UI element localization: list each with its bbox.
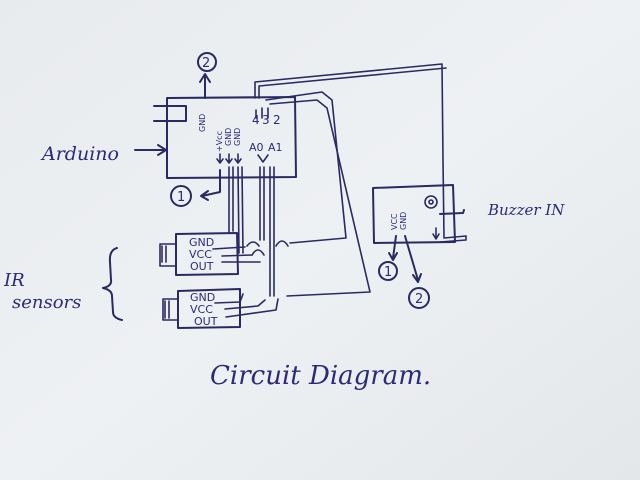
arduino-pin-gnd2-label: GND xyxy=(224,128,233,146)
arduino-pin-a0-label: A0 xyxy=(249,141,264,154)
marker-2-buzzer xyxy=(408,287,430,309)
sensor-1-out-label: OUT xyxy=(190,260,214,273)
arduino-pin-2-label: 2 xyxy=(273,113,281,127)
sensors-brace xyxy=(102,247,123,321)
circuit-diagram-caption: Circuit Diagram. xyxy=(210,361,431,391)
marker-1-left-label: 1 xyxy=(177,190,185,205)
arduino-pin-gnd-label: GND xyxy=(198,114,207,132)
buzzer-signal-wire xyxy=(254,63,467,243)
marker-2-buzzer-label: 2 xyxy=(415,292,423,307)
buzzer-gnd-label: GND xyxy=(399,212,408,230)
marker-1-buzzer xyxy=(378,261,398,281)
buzzer-vcc-label: VCC xyxy=(390,213,399,230)
arduino-board: GND 4 3 2 +Vcc GND GND A0 A1 xyxy=(153,96,297,179)
buzzer-in-label: Buzzer IN xyxy=(487,201,565,219)
ir-sensors-label-line1: IR xyxy=(3,270,25,291)
pin-loop-wires xyxy=(265,91,371,297)
arduino-pointer-arrow xyxy=(134,144,167,156)
arduino-pin-vcc-label: +Vcc xyxy=(215,131,224,152)
buzzer-module: VCC GND xyxy=(372,184,456,244)
arduino-pin-a1-label: A1 xyxy=(268,141,283,154)
sensor-2-vcc-label: VCC xyxy=(190,303,213,316)
buzzer-gnd-arrow xyxy=(404,235,422,283)
board-to-sensor-wires xyxy=(228,166,275,297)
sensor-2-out-label: OUT xyxy=(194,315,218,328)
ir-sensor-2: GND VCC OUT xyxy=(162,288,279,329)
arduino-pin-3-label: 3 xyxy=(262,113,270,127)
marker-2-top-label: 2 xyxy=(202,56,210,71)
marker-2-top xyxy=(197,52,217,72)
sensor-1-vcc-label: VCC xyxy=(189,248,212,261)
arduino-pin-gnd3-label: GND xyxy=(233,128,242,146)
buzzer-in-pointer xyxy=(439,209,465,215)
vcc-arrow xyxy=(200,169,221,201)
arduino-pin-4-label: 4 xyxy=(252,113,260,127)
sensor-1-gnd-label: GND xyxy=(189,236,214,249)
ir-sensors-label-line2: sensors xyxy=(12,292,81,313)
buzzer-vcc-arrow xyxy=(388,235,398,261)
arduino-label: Arduino xyxy=(40,143,119,165)
marker-1-buzzer-label: 1 xyxy=(384,265,392,280)
marker-1-left xyxy=(170,185,192,207)
gnd-up-arrow xyxy=(199,73,211,99)
ir-sensor-1: GND VCC OUT xyxy=(159,232,289,276)
sensor-2-gnd-label: GND xyxy=(190,291,215,304)
